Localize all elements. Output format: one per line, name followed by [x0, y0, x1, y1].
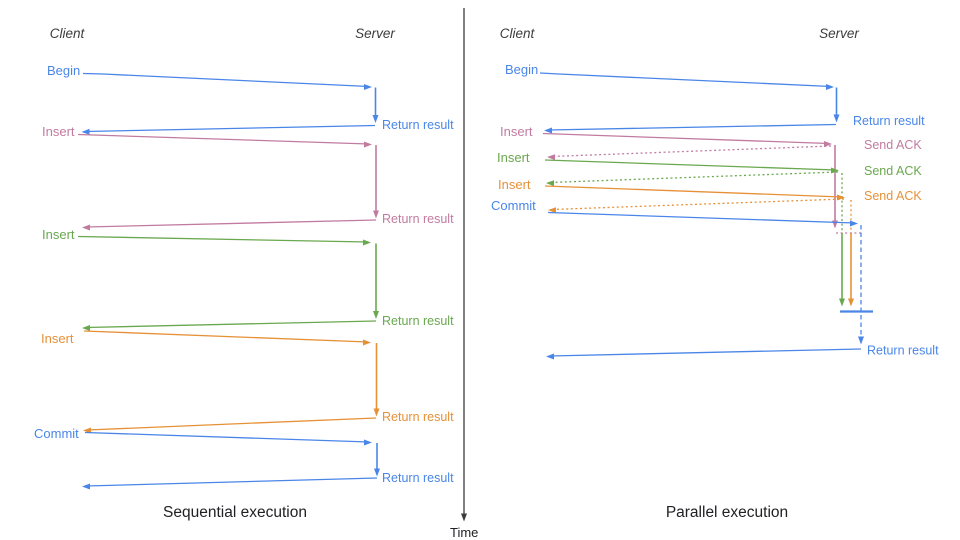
seq-begin-return-arrowhead-icon [81, 128, 90, 135]
seq-begin-request-arrowhead-icon [364, 84, 372, 90]
seq-insert3-return-arrow [86, 417, 377, 431]
par-insert2-ack-label: Send ACK [864, 164, 922, 178]
seq-begin-return-label: Return result [382, 118, 454, 132]
par-insert1-label: Insert [500, 124, 533, 139]
seq-insert2-processing-arrowhead-icon [373, 311, 379, 319]
seq-insert2-return-arrow [85, 320, 377, 329]
seq-commit-processing-arrowhead-icon [374, 468, 380, 477]
seq-insert1-exchange: Insert Return result [42, 124, 454, 231]
par-server-header: Server [819, 26, 859, 41]
sequential-panel: Client Server Begin Return result Insert… [34, 26, 454, 521]
time-axis: Time [450, 8, 478, 540]
par-commit-request-arrowhead-icon [850, 220, 858, 227]
seq-insert1-return-arrow [85, 219, 377, 228]
seq-insert2-request-arrow [77, 235, 369, 243]
seq-insert3-request-arrowhead-icon [363, 339, 371, 346]
seq-insert3-exchange: Insert Return result [41, 330, 454, 434]
par-insert2-request-arrow [544, 159, 837, 171]
sequential-caption: Sequential execution [163, 504, 307, 521]
seq-insert3-return-label: Return result [382, 410, 454, 424]
seq-commit-exchange: Commit Return result [34, 426, 454, 490]
seq-insert1-request-arrowhead-icon [364, 141, 372, 148]
par-insert3-request-arrow [544, 185, 843, 198]
seq-insert1-processing-arrowhead-icon [373, 210, 379, 219]
par-insert2-ack-arrowhead-icon [546, 180, 554, 187]
par-begin-processing-arrowhead-icon [833, 114, 840, 123]
seq-begin-exchange: Begin Return result [47, 63, 454, 135]
par-commit-wait-arrowhead-icon [858, 336, 864, 345]
seq-commit-return-arrow [85, 477, 378, 487]
seq-insert1-label: Insert [42, 124, 75, 139]
time-axis-arrowhead-icon [461, 513, 467, 522]
seq-insert1-request-arrow [77, 133, 370, 145]
seq-commit-request-arrow [84, 431, 370, 443]
seq-insert1-return-label: Return result [382, 212, 454, 226]
seq-begin-return-arrow [84, 124, 376, 133]
seq-insert2-request-arrowhead-icon [363, 239, 371, 246]
par-begin-exchange: Begin Return result [505, 62, 925, 134]
par-insert3-ack-arrowhead-icon [548, 207, 556, 214]
par-begin-label: Begin [505, 62, 538, 77]
par-begin-return-arrow [547, 123, 837, 131]
seq-begin-request-arrow [82, 72, 370, 88]
par-commit-label: Commit [491, 198, 536, 213]
par-insert1-ack-arrowhead-icon [547, 154, 555, 161]
par-insert1-request-arrowhead-icon [824, 141, 832, 147]
seq-commit-return-label: Return result [382, 471, 454, 485]
par-client-header: Client [500, 26, 536, 41]
seq-client-header: Client [50, 26, 86, 41]
par-begin-request-arrowhead-icon [826, 84, 834, 90]
par-begin-request-arrow [539, 72, 832, 88]
time-axis-label: Time [450, 525, 478, 540]
par-insert3-exchange: Insert Send ACK [498, 177, 922, 307]
parallel-caption: Parallel execution [666, 504, 788, 521]
par-insert1-exchange: Insert Send ACK [500, 124, 922, 234]
par-commit-exchange: Commit Return result [491, 198, 939, 360]
seq-commit-return-arrowhead-icon [82, 483, 90, 490]
seq-insert2-exchange: Insert Return result [42, 227, 454, 331]
seq-begin-processing-arrowhead-icon [372, 115, 379, 123]
par-insert2-processing-arrowhead-icon [839, 298, 845, 307]
par-insert2-label: Insert [497, 150, 530, 165]
seq-commit-request-arrowhead-icon [364, 439, 372, 446]
par-final-return-arrowhead-icon [546, 353, 554, 360]
seq-insert3-label: Insert [41, 331, 74, 346]
seq-insert3-request-arrow [83, 330, 369, 343]
seq-insert1-return-arrowhead-icon [82, 224, 90, 231]
parallel-panel: Client Server Begin Return result Insert… [491, 26, 939, 521]
par-insert1-ack-label: Send ACK [864, 138, 922, 152]
par-insert3-ack-arrow [551, 198, 845, 211]
seq-begin-label: Begin [47, 63, 80, 78]
par-insert3-label: Insert [498, 177, 531, 192]
seq-commit-label: Commit [34, 426, 79, 441]
par-insert2-exchange: Insert Send ACK [497, 150, 922, 307]
par-insert1-request-arrow [542, 132, 830, 145]
par-insert2-ack-arrow [549, 171, 839, 184]
par-final-return-arrow [549, 348, 862, 357]
par-insert3-ack-label: Send ACK [864, 189, 922, 203]
seq-server-header: Server [355, 26, 395, 41]
par-commit-request-arrow [547, 211, 856, 224]
par-insert3-processing-arrowhead-icon [848, 298, 854, 307]
par-begin-return-label: Return result [853, 114, 925, 128]
seq-insert2-label: Insert [42, 227, 75, 242]
par-insert1-ack-arrow [550, 145, 832, 158]
seq-insert2-return-arrowhead-icon [82, 325, 90, 331]
seq-insert2-return-label: Return result [382, 314, 454, 328]
par-begin-return-arrowhead-icon [544, 127, 552, 134]
seq-insert3-processing-arrowhead-icon [373, 408, 380, 417]
par-final-return-label: Return result [867, 344, 939, 358]
